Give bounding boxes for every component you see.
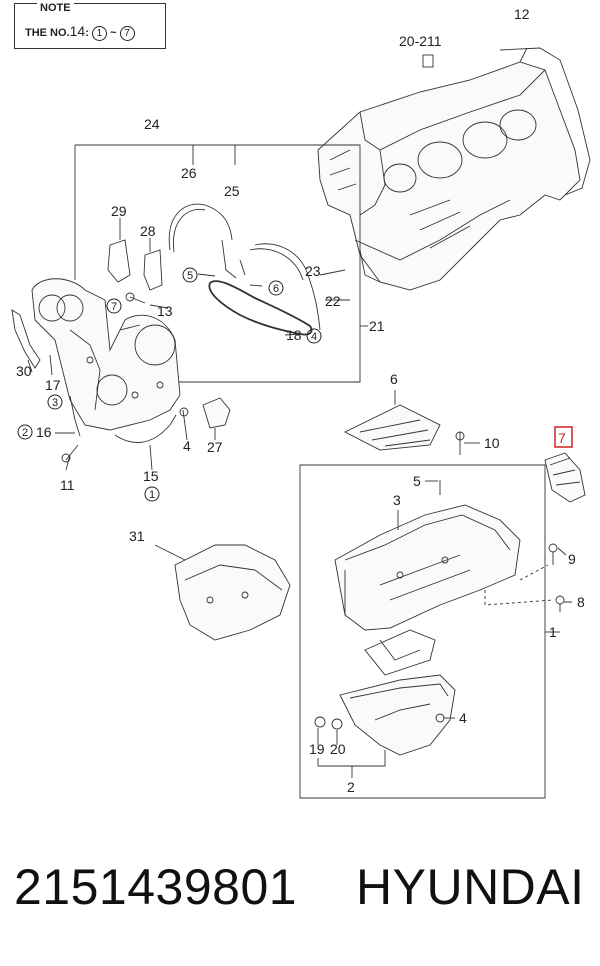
wire-15 xyxy=(114,414,177,443)
drain-plug-19 xyxy=(314,716,326,728)
bracket-28 xyxy=(143,249,163,291)
callout-19: 19 xyxy=(309,741,325,757)
note-range-start: 1 xyxy=(91,25,107,41)
callout-9: 9 xyxy=(568,551,576,567)
callout-20-211: 20-211 xyxy=(399,33,442,49)
chain-guide-23 xyxy=(254,243,321,331)
callout-11: 11 xyxy=(60,477,75,493)
group-bracket-24 xyxy=(75,144,361,383)
callout-3: 3 xyxy=(393,492,401,508)
bracket-27 xyxy=(202,397,231,429)
callout-5: 5 xyxy=(413,473,421,489)
callout-26: 26 xyxy=(181,165,197,181)
callout-18: 18 xyxy=(286,327,302,343)
circled-6: 6 xyxy=(273,283,279,295)
callout-13: 13 xyxy=(157,303,173,319)
oil-pan-box xyxy=(299,464,546,799)
callout-7: 7 xyxy=(558,430,566,446)
highlight-box-7 xyxy=(554,426,573,448)
baffle-6 xyxy=(343,404,441,451)
circled-2: 2 xyxy=(22,427,28,439)
upper-oil-pan-3 xyxy=(334,504,521,631)
gasket-7 xyxy=(544,452,586,503)
callout-23: 23 xyxy=(305,263,321,279)
chain-guide-26 xyxy=(168,203,233,251)
parts-diagram: 12 20-211 24 26 25 29 28 23 22 21 18 13 … xyxy=(11,6,591,799)
sensor-16 xyxy=(69,395,81,437)
callout-20: 20 xyxy=(330,741,346,757)
callout-15: 15 xyxy=(143,468,159,484)
bracket-29 xyxy=(107,239,131,283)
part-number: 2151439801 xyxy=(14,859,298,915)
circled-7: 7 xyxy=(111,301,117,313)
callout-24: 24 xyxy=(144,116,160,132)
bolt-13 xyxy=(125,292,135,302)
callout-21: 21 xyxy=(369,318,385,334)
engine-block xyxy=(317,47,591,291)
callout-29: 29 xyxy=(111,203,127,219)
bolt-9 xyxy=(548,543,558,553)
callout-4-upper: 4 xyxy=(183,438,191,454)
note-text: THE NO.14: 1 ~ 7 xyxy=(25,23,135,41)
part-30 xyxy=(11,309,41,369)
callout-30: 30 xyxy=(16,363,32,379)
lower-oil-pan-2 xyxy=(339,674,456,756)
callout-17: 17 xyxy=(45,377,61,393)
callout-31: 31 xyxy=(129,528,145,544)
callout-12: 12 xyxy=(514,6,530,22)
bolt-11 xyxy=(61,453,71,463)
circled-1: 1 xyxy=(149,489,155,501)
timing-chain-18 xyxy=(208,280,313,336)
callout-27: 27 xyxy=(207,439,223,455)
callout-6: 6 xyxy=(390,371,398,387)
note-prefix: THE NO. xyxy=(25,27,70,39)
bolt-10 xyxy=(455,431,465,441)
note-number: 14 xyxy=(69,23,86,39)
washer-20 xyxy=(331,718,343,730)
callout-4-lower: 4 xyxy=(459,710,467,726)
callout-8: 8 xyxy=(577,594,585,610)
circled-3: 3 xyxy=(52,397,58,409)
note-title: NOTE xyxy=(37,2,74,14)
note-tilde: ~ xyxy=(110,27,117,39)
oil-pan-gasket xyxy=(364,629,436,676)
note-range-end: 7 xyxy=(119,25,135,41)
callout-28: 28 xyxy=(140,223,156,239)
brand-name: HYUNDAI xyxy=(356,859,585,915)
note-box: NOTE THE NO.14: 1 ~ 7 xyxy=(14,2,166,49)
bolt-8 xyxy=(555,595,565,605)
circled-5: 5 xyxy=(187,270,193,282)
circled-4: 4 xyxy=(311,331,317,343)
footer: 2151439801 HYUNDAI xyxy=(14,858,594,938)
callout-2: 2 xyxy=(347,779,355,795)
bolt-4-upper xyxy=(179,407,189,417)
callout-1: 1 xyxy=(549,624,557,640)
callout-16: 16 xyxy=(36,424,52,440)
callout-10: 10 xyxy=(484,435,500,451)
timing-cover xyxy=(31,278,181,431)
note-colon: : xyxy=(85,27,89,39)
callout-25: 25 xyxy=(224,183,240,199)
reference-oil-pan-31 xyxy=(154,544,291,641)
callout-22: 22 xyxy=(325,293,341,309)
